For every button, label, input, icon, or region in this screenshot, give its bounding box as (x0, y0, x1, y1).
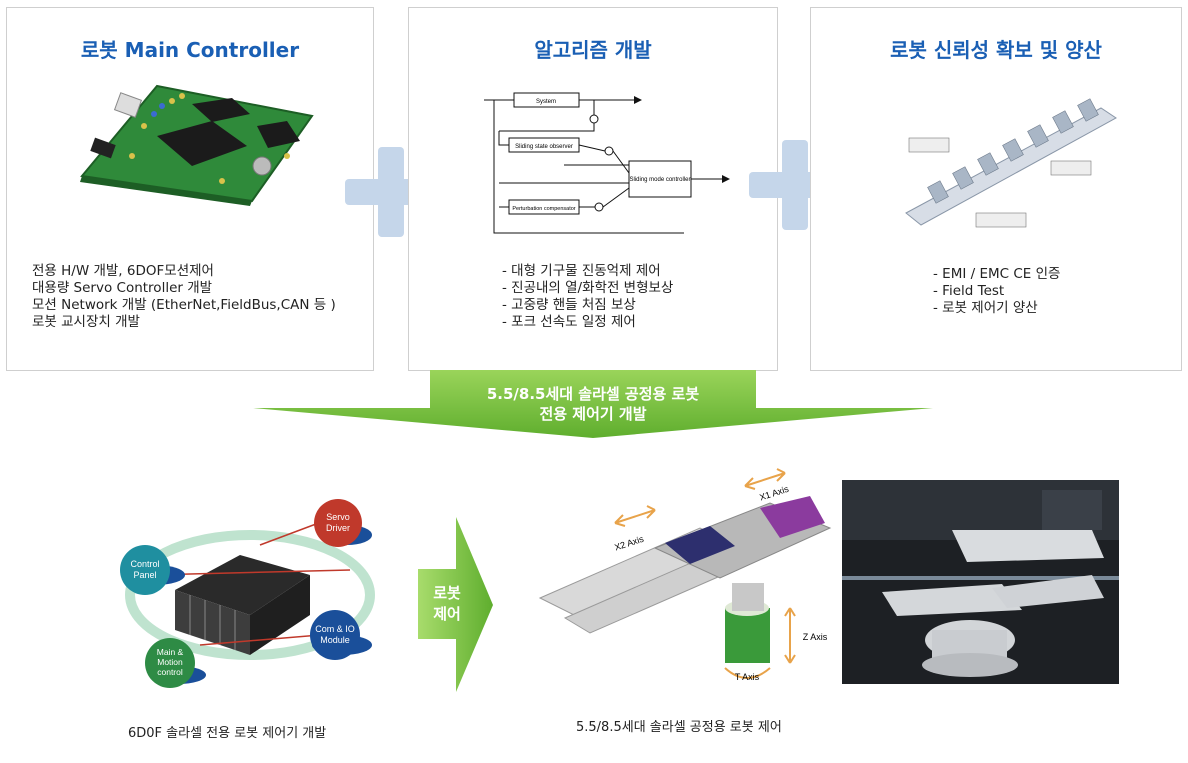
bubble-label: Control (130, 559, 159, 569)
axis-label: X2 Axis (613, 534, 645, 553)
panel-title: 로봇 신뢰성 확보 및 양산 (890, 38, 1102, 62)
robot-axes-diagram: X2 Axis X1 Axis Z Axis T Axis (538, 468, 832, 682)
panel-title: 로봇 Main Controller (80, 38, 300, 62)
panel-main-controller: 로봇 Main Controller 전용 H/W 개발, 6DOF모션제어 대… (6, 7, 374, 371)
bubble-label: Motion (157, 657, 183, 667)
caption-right: 5.5/8.5세대 솔라셀 공정용 로봇 제어 (576, 720, 782, 735)
pcb-board-image (80, 84, 314, 206)
feature-item: 전용 H/W 개발, 6DOF모션제어 (32, 263, 214, 279)
bubble-label: control (157, 667, 183, 677)
arrow-label: 로봇 제어 (433, 584, 461, 623)
production-line-image (905, 98, 1117, 228)
feature-item: 대용량 Servo Controller 개발 (32, 280, 213, 296)
feature-list: 전용 H/W 개발, 6DOF모션제어 대용량 Servo Controller… (32, 263, 336, 331)
block-label: Sliding mode controller (629, 177, 690, 183)
feature-item: 로봇 교시장치 개발 (32, 314, 140, 330)
feature-list: - 대형 기구물 진동억제 제어 - 진공내의 열/화학전 변형보상 - 고중량… (502, 263, 673, 331)
panel-title: 알고리즘 개발 (534, 38, 652, 62)
feature-item: - EMI / EMC CE 인증 (933, 266, 1061, 282)
banner-line-1: 5.5/8.5세대 솔라셀 공정용 로봇 (486, 385, 700, 403)
bubble-label: Servo (326, 512, 350, 522)
bubble-label: Module (320, 635, 350, 645)
bubble-main-motion-control (145, 638, 195, 688)
bubble-label: Panel (133, 570, 156, 580)
axis-label: T Axis (735, 672, 760, 682)
feature-item: - 포크 선속도 일정 제어 (502, 314, 636, 330)
control-block-diagram: System Sliding state observer Sliding mo… (484, 92, 730, 234)
feature-item: - 고중량 핸들 처짐 보상 (502, 297, 636, 313)
panel-algorithm: 알고리즘 개발 System Sliding (408, 7, 778, 371)
feature-item: - 대형 기구물 진동억제 제어 (502, 263, 661, 279)
process-banner: 5.5/8.5세대 솔라셀 공정용 로봇 전용 제어기 개발 (253, 370, 933, 438)
robot-control-arrow (418, 517, 493, 692)
feature-item: - 진공내의 열/화학전 변형보상 (502, 280, 674, 296)
bubble-label: Driver (326, 523, 350, 533)
feature-item: - Field Test (933, 283, 1005, 299)
block-label: Perturbation compensator (512, 206, 575, 212)
bubble-control-panel (120, 545, 170, 595)
bubble-label: Main & (157, 647, 184, 657)
robot-photo (842, 480, 1119, 684)
block-label: System (536, 99, 556, 105)
feature-list: - EMI / EMC CE 인증 - Field Test - 로봇 제어기 … (933, 266, 1060, 317)
bubble-com-io-module (310, 610, 360, 660)
banner-line-2: 전용 제어기 개발 (539, 405, 647, 423)
feature-item: - 로봇 제어기 양산 (933, 300, 1038, 316)
bubble-servo-driver (314, 499, 362, 547)
panel-reliability: 로봇 신뢰성 확보 및 양산 - EMI / EMC CE 인증 - Field… (810, 7, 1182, 371)
bubble-label: Com & IO (315, 624, 355, 634)
axis-label: Z Axis (803, 632, 828, 642)
controller-system-diagram: Servo Driver Control Panel Com & IO Modu… (120, 499, 375, 688)
feature-item: 모션 Network 개발 (EtherNet,FieldBus,CAN 등 ) (32, 297, 336, 313)
axis-label: X1 Axis (758, 484, 790, 503)
block-label: Sliding state observer (515, 144, 573, 150)
caption-left: 6D0F 솔라셀 전용 로봇 제어기 개발 (128, 726, 327, 741)
